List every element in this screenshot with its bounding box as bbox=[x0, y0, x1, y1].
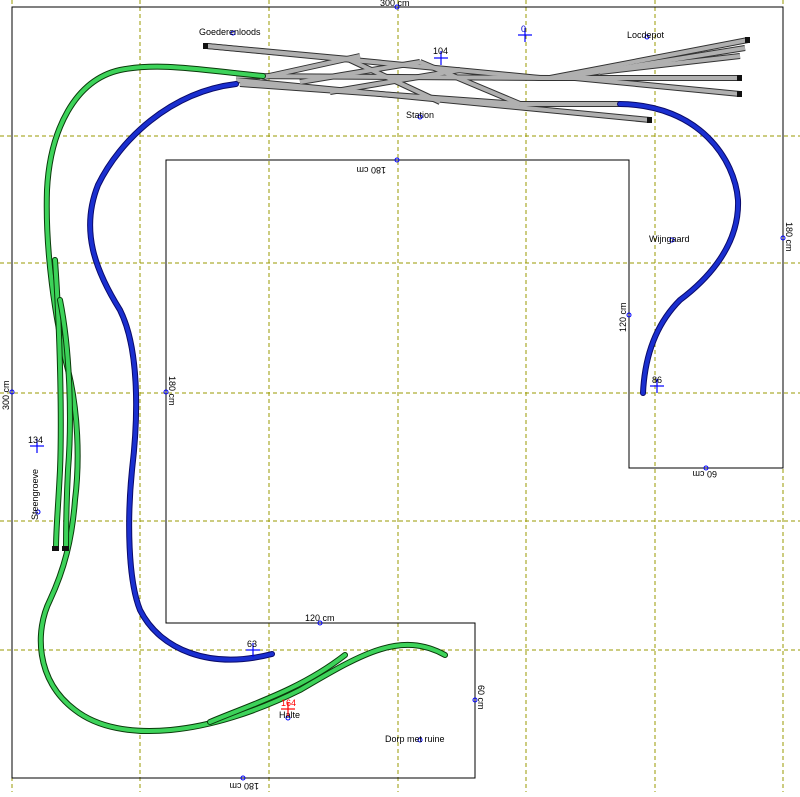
dim-left: 300 cm bbox=[1, 380, 11, 410]
baseboard-outline bbox=[11, 6, 784, 779]
block-marker-134[interactable]: 134 bbox=[28, 435, 44, 453]
block-marker-63[interactable]: 63 bbox=[246, 639, 260, 657]
block-marker-0[interactable]: 0 bbox=[518, 24, 532, 42]
label-station: Station bbox=[406, 110, 434, 120]
block-marker-86[interactable]: 86 bbox=[650, 375, 664, 393]
block-label-63: 63 bbox=[247, 639, 257, 649]
label-locdepot: Locdepot bbox=[627, 30, 665, 40]
dim-bottom-module-top: 120 cm bbox=[305, 613, 335, 623]
dim-top: 300 cm bbox=[380, 0, 410, 8]
dim-bottom: 180 cm bbox=[229, 781, 259, 791]
dimension-markers bbox=[9, 4, 786, 781]
dim-right-module-bottom: 60 cm bbox=[692, 469, 717, 479]
station-yard-tracks[interactable] bbox=[203, 37, 750, 123]
block-marker-164[interactable]: 164 bbox=[281, 698, 296, 716]
green-branch-track[interactable] bbox=[37, 63, 448, 734]
block-marker-104[interactable]: 104 bbox=[433, 46, 448, 65]
label-steengroeve: Steengroeve bbox=[30, 469, 40, 520]
label-wijngaard: Wijngaard bbox=[649, 234, 690, 244]
dim-inner-right: 120 cm bbox=[618, 302, 628, 332]
dim-right: 180 cm bbox=[784, 222, 794, 252]
dim-inner-top: 180 cm bbox=[356, 165, 386, 175]
block-label-86: 86 bbox=[652, 375, 662, 385]
blue-mainline-track[interactable] bbox=[87, 81, 742, 663]
block-label-104: 104 bbox=[433, 46, 448, 56]
block-label-134: 134 bbox=[28, 435, 43, 445]
dim-inner-left: 180 cm bbox=[167, 376, 177, 406]
label-dorp: Dorp met ruine bbox=[385, 734, 445, 744]
label-halte: Halte bbox=[279, 710, 300, 720]
dim-bottom-module-right: 60 cm bbox=[476, 685, 486, 710]
block-label-0: 0 bbox=[521, 24, 526, 34]
label-goederenloods: Goederenloods bbox=[199, 27, 261, 37]
block-label-164: 164 bbox=[281, 698, 296, 708]
